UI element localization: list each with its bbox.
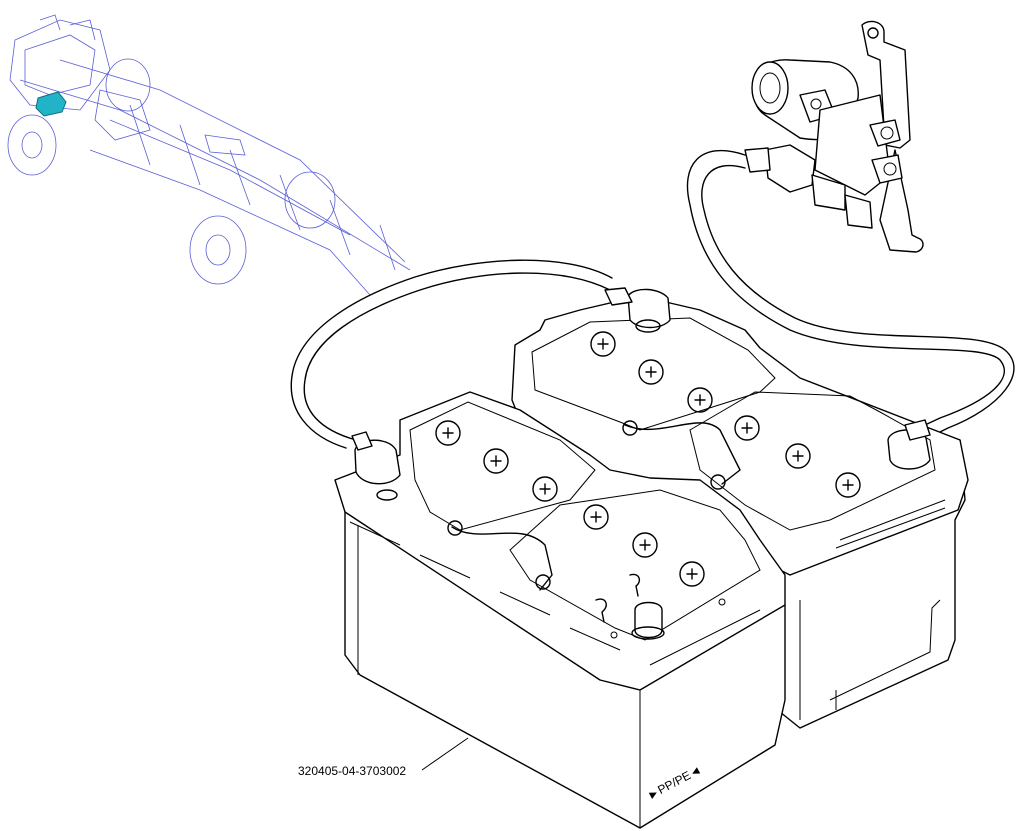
battery-front [334, 391, 786, 829]
battery-cables [290, 149, 1015, 449]
plus-sign-icon [435, 420, 705, 587]
battery-rear [511, 287, 969, 729]
battery-relay-assembly [744, 20, 924, 253]
chassis-locator-thumbnail [7, 14, 411, 296]
part-callout: 320405-04-3703002 [298, 737, 469, 778]
part-number-label: 320405-04-3703002 [298, 764, 406, 778]
plus-sign-icon [590, 331, 861, 498]
highlighted-battery [35, 91, 67, 117]
